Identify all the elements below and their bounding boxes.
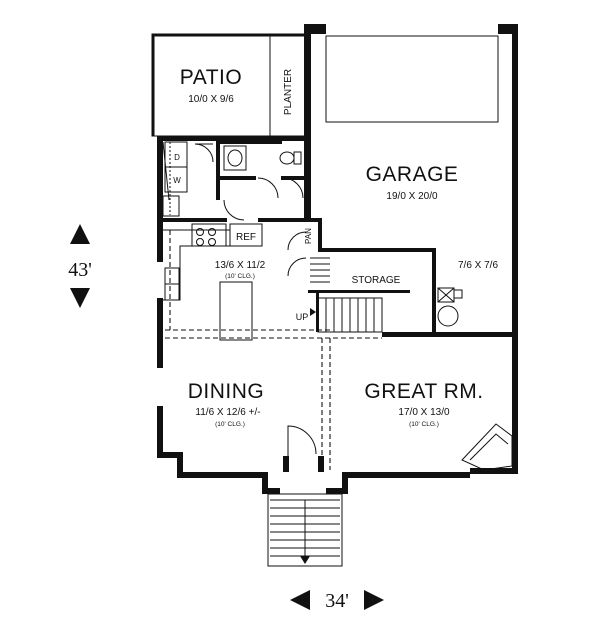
depth-label: 43' (68, 259, 92, 281)
dining-ceiling: (10' CLG.) (215, 421, 245, 428)
stairs: UP STORAGE (287, 257, 401, 333)
planter-label: PLANTER (283, 69, 294, 115)
interior-walls (163, 140, 518, 337)
refrigerator (229, 223, 263, 247)
dryer-label: D (174, 153, 180, 162)
width-label: 34' (325, 590, 349, 612)
great-room-label: GREAT RM. (364, 380, 483, 403)
patio-label: PATIO (180, 66, 242, 89)
arrow-up-icon (70, 224, 90, 244)
depth-dimension: 43' (68, 224, 92, 308)
living-areas (283, 338, 513, 472)
width-dimension: 34' (290, 590, 384, 612)
kitchen-island (219, 281, 253, 341)
arrow-left-icon (290, 590, 310, 610)
pantry-label: PAN (304, 228, 313, 244)
great-room-ceiling: (10' CLG.) (409, 421, 439, 428)
washer-label: W (173, 176, 181, 185)
toilet-icon (279, 151, 295, 165)
utility-room: 7/6 X 7/6 (437, 260, 498, 327)
stairs-up-label: UP (296, 312, 309, 322)
great-room-size: 17/0 X 13/0 (398, 407, 450, 418)
dining-size: 11/6 X 12/6 +/- (195, 407, 260, 418)
entry-steps (267, 493, 343, 567)
furnace-icon (437, 305, 459, 327)
dining-label: DINING (188, 380, 265, 403)
arrow-down-icon (70, 288, 90, 308)
ref-label: REF (236, 232, 256, 243)
kitchen-size: 13/6 X 11/2 (215, 260, 266, 271)
sink-icon (227, 149, 243, 167)
exterior-walls (157, 24, 518, 494)
garage-label: GARAGE (366, 163, 459, 186)
kitchen-ceiling: (10' CLG.) (225, 273, 255, 280)
storage-label: STORAGE (352, 275, 401, 286)
garage-size: 19/0 X 20/0 (386, 191, 438, 202)
utility-size: 7/6 X 7/6 (458, 260, 498, 271)
kitchen: REF PAN 13/6 X 11/2 (10' CLG.) (163, 223, 382, 341)
fireplace (461, 423, 513, 471)
arrow-right-icon (364, 590, 384, 610)
garage-door (325, 35, 499, 123)
bath (223, 145, 304, 221)
cooktop (191, 223, 227, 247)
patio-size: 10/0 X 9/6 (188, 94, 234, 105)
laundry: W D (162, 141, 214, 217)
